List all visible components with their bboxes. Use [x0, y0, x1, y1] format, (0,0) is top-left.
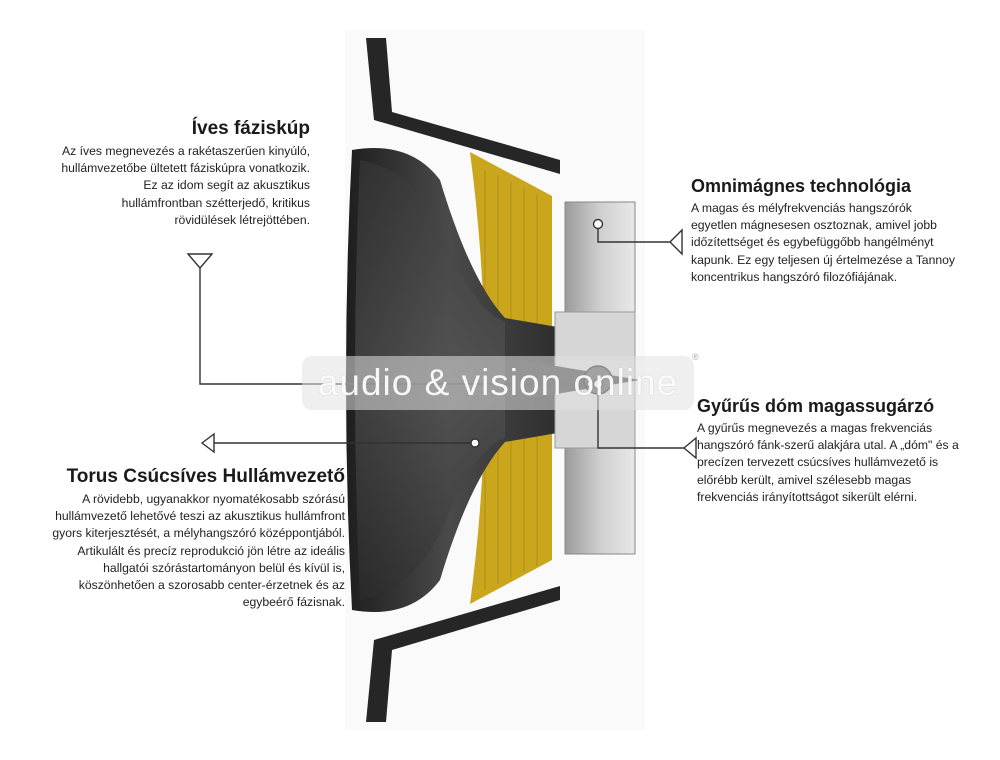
callout-gyurus-dom-body: A gyűrűs megnevezés a magas frekvenciás …: [697, 421, 959, 504]
callout-gyurus-dom: Gyűrűs dóm magassugárzó A gyűrűs megneve…: [697, 396, 967, 506]
callout-gyurus-dom-title: Gyűrűs dóm magassugárzó: [697, 396, 935, 416]
watermark: audio & vision online: [302, 356, 694, 410]
callout-omnimagnes-title: Omnimágnes technológia: [691, 176, 912, 196]
callout-faziskup: Íves fáziskúp Az íves megnevezés a rakét…: [60, 118, 310, 229]
magnet-upper: [564, 201, 636, 313]
callout-omnimagnes-body: A magas és mélyfrekvenciás hangszórók eg…: [691, 201, 955, 284]
callout-omnimagnes: Omnimágnes technológia A magas és mélyfr…: [691, 176, 961, 286]
magnet-lower: [564, 447, 636, 555]
callout-faziskup-body: Az íves megnevezés a rakétaszerűen kinyú…: [61, 144, 310, 227]
callout-faziskup-title: Íves fáziskúp: [191, 118, 310, 139]
basket-frame: [366, 38, 560, 722]
callout-torus-title: Torus Csúcsíves Hullámvezető: [66, 466, 345, 487]
callout-torus: Torus Csúcsíves Hullámvezető A rövidebb,…: [30, 466, 345, 611]
watermark-text: audio & vision online: [317, 362, 679, 403]
registered-mark: ®: [692, 352, 699, 362]
callout-torus-body: A rövidebb, ugyanakkor nyomatékosabb szó…: [52, 492, 345, 610]
